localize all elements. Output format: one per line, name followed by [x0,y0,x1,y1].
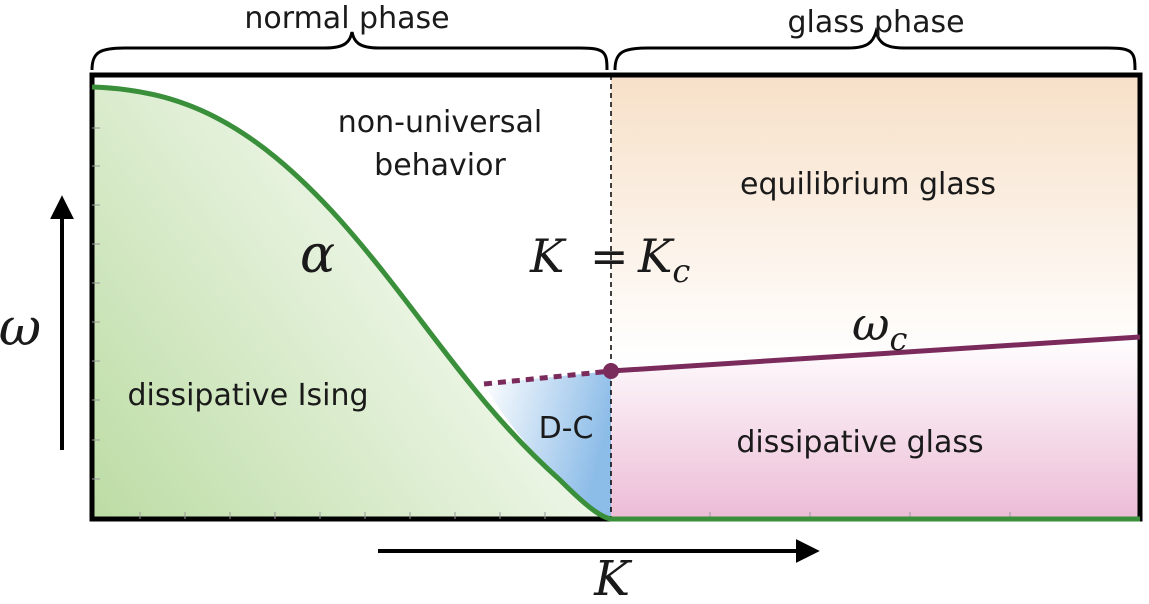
dc-region [484,371,611,519]
critical-point [603,363,619,379]
omega-c-label: ωc [852,297,908,358]
omega-c-line [610,334,1141,374]
alpha-label: α [300,225,335,285]
dissipative-glass-region [611,337,1140,519]
omega-c-dotted-line [483,368,612,387]
critical-K-label: K = Kc [529,229,690,290]
equilibrium-glass-label: equilibrium glass [740,167,996,202]
dissipative-ising-label: dissipative Ising [127,378,368,413]
glass-phase-label: glass phase [787,5,964,40]
dissipative-glass-label: dissipative glass [736,425,983,460]
x-axis-label: K [593,551,633,604]
equilibrium-glass-region [611,75,1140,362]
non-universal-label-line2: behavior [374,148,506,183]
non-universal-label-line1: non-universal [338,105,542,140]
normal-phase-label: normal phase [244,1,449,36]
svg-text:K: K [529,229,567,283]
glass-phase-brace [613,26,1137,71]
dc-label: D-C [539,411,594,446]
equals-sign: = [590,229,629,283]
y-axis-label: ω [0,298,41,358]
dissipative-ising-region [92,87,611,519]
alpha-curve [91,84,1140,522]
left-ticks [92,127,100,480]
svg-text:Kc: Kc [637,229,690,290]
normal-phase-brace [90,31,609,71]
